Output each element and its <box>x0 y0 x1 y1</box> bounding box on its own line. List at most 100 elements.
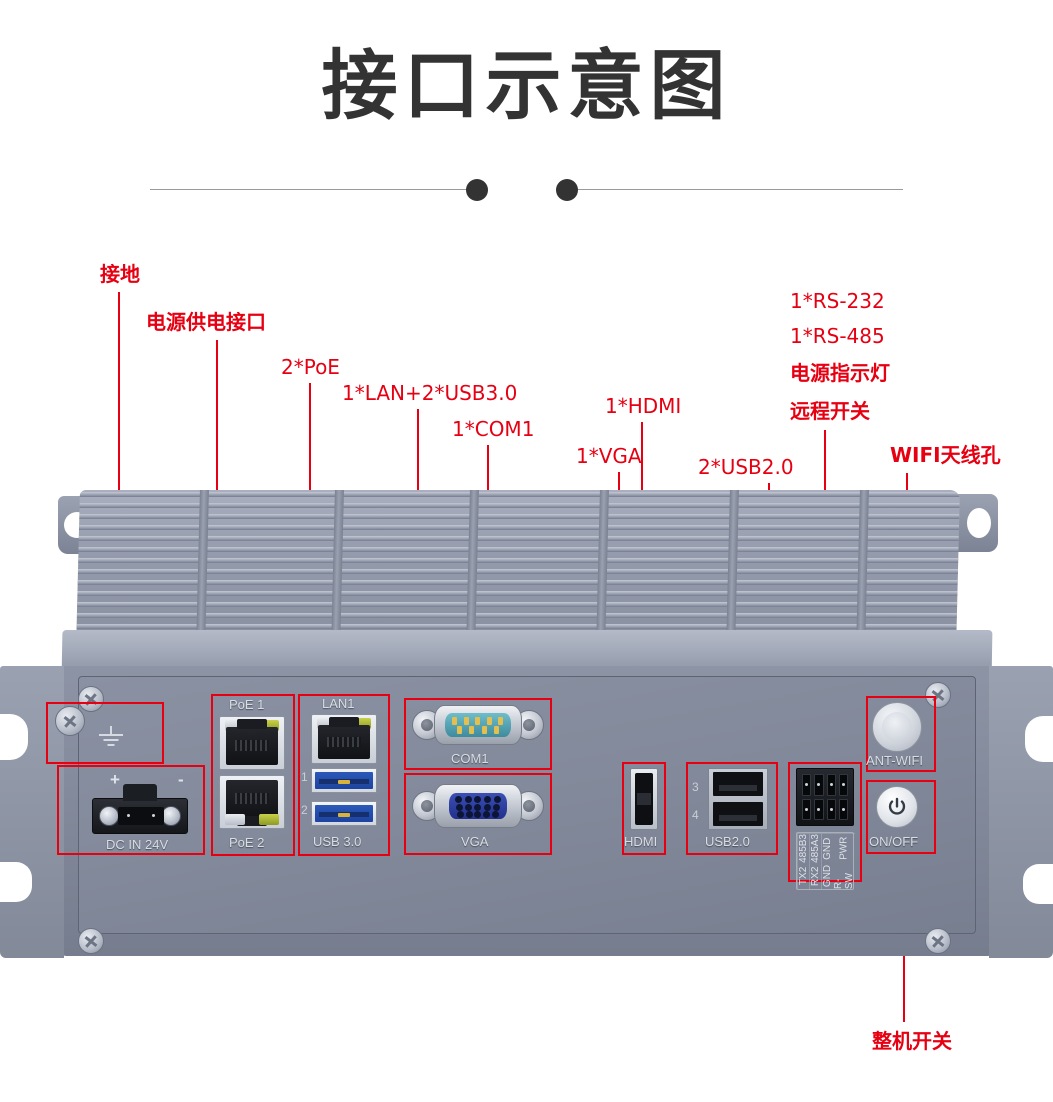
panel-screw-top-right <box>925 682 951 708</box>
leader-main-switch <box>903 922 905 1022</box>
com1-pin <box>475 717 481 726</box>
usb3-port-1-inner <box>315 772 373 789</box>
terminal-pin-grid <box>802 774 848 820</box>
poe2-rj45-port <box>219 775 285 829</box>
mount-ear-top-right <box>952 494 998 552</box>
group-box-com1 <box>404 698 552 770</box>
lan1-pins <box>327 736 361 747</box>
label-com1: COM1 <box>451 751 489 766</box>
poe2-led-left <box>225 814 245 825</box>
divider-line-right <box>578 189 903 190</box>
vga-shell <box>434 784 522 828</box>
usb2-dual-port <box>708 768 768 830</box>
vga-hole <box>492 811 500 819</box>
terminal-pin <box>802 798 812 820</box>
heatsink-fin <box>78 536 959 541</box>
vga-hole <box>484 796 492 804</box>
vga-hole <box>465 811 473 819</box>
vga-hole <box>474 803 482 811</box>
divider-line-left <box>150 189 475 190</box>
vga-hole <box>474 811 482 819</box>
usb3-port-number-1: 1 <box>301 770 308 784</box>
com1-insulator <box>445 712 511 738</box>
terminal-label-485a3: 485A3 <box>809 833 821 863</box>
callout-remote-switch: 远程开关 <box>790 399 870 423</box>
ground-screw <box>55 706 85 736</box>
label-vga: VGA <box>461 834 489 849</box>
terminal-label-gnd-top: GND <box>821 833 833 863</box>
hdmi-port <box>630 768 658 830</box>
terminal-label-rsw: R-SW <box>833 872 855 889</box>
dc-connector-tab <box>123 784 157 801</box>
heatsink-fin <box>79 503 960 508</box>
power-button[interactable] <box>876 786 918 828</box>
usb3-port-1 <box>311 768 377 793</box>
heatsink-fin <box>77 569 959 574</box>
com1-pin <box>456 726 462 735</box>
mount-bracket-right <box>989 666 1053 958</box>
panel-screw-bottom-left <box>78 928 104 954</box>
label-usb2: USB2.0 <box>705 834 750 849</box>
group-box-ant-wifi <box>866 696 936 772</box>
usb3-port-number-2: 2 <box>301 803 308 817</box>
callout-power-led: 电源指示灯 <box>790 361 890 385</box>
usb2-port-number-3: 3 <box>692 780 699 794</box>
divider-dot-left <box>466 179 488 201</box>
callout-usb2: 2*USB2.0 <box>698 455 794 479</box>
panel-screw-bottom-right <box>925 928 951 954</box>
vga-hole <box>474 796 482 804</box>
dc-screw-right <box>161 806 181 826</box>
heatsink-fin <box>78 547 959 552</box>
callout-lan-usb3: 1*LAN+2*USB3.0 <box>342 381 518 405</box>
terminal-pin <box>826 774 836 796</box>
com1-db9-connector <box>412 701 544 749</box>
poe1-led-left <box>225 720 245 731</box>
lan1-led-right <box>351 718 371 729</box>
usb2-port-3 <box>713 772 763 796</box>
terminal-pin <box>814 774 824 796</box>
terminal-label-gnd-bottom: GND <box>821 862 833 889</box>
lan1-rj45-port <box>311 714 377 764</box>
vga-hole <box>465 803 473 811</box>
heatsink-fin <box>79 492 960 497</box>
label-ant-wifi: ANT-WIFI <box>866 753 924 768</box>
hdmi-port-mouth <box>635 773 653 825</box>
label-usb3: USB 3.0 <box>313 834 362 849</box>
lan1-led-left <box>317 718 337 729</box>
dc-terminal-slot <box>118 807 164 825</box>
ground-symbol-icon <box>96 726 126 748</box>
group-box-hdmi <box>622 762 666 855</box>
lan1-shell <box>318 717 370 759</box>
vga-hole <box>483 803 491 811</box>
vga-hole-row-3 <box>456 811 500 819</box>
callout-power-input: 电源供电接口 <box>146 310 266 334</box>
poe2-led-right <box>259 814 279 825</box>
callout-rs485: 1*RS-485 <box>790 324 885 348</box>
terminal-label-pwr: PWR <box>833 833 855 863</box>
heatsink-fin <box>76 624 957 629</box>
callout-wifi-antenna: WIFI天线孔 <box>890 443 1001 467</box>
mount-bracket-left <box>0 666 64 958</box>
terminal-block-connector <box>796 768 854 826</box>
dc-polarity-plus: + <box>110 770 120 789</box>
group-box-usb2 <box>686 762 778 855</box>
terminal-pin-labels: 485B3 485A3 GND PWR TX2 RX2 GND R-SW <box>796 832 855 890</box>
heatsink-fin <box>78 558 959 563</box>
usb3-port-2-inner <box>315 805 373 822</box>
group-box-ground <box>46 702 164 764</box>
label-on-off: ON/OFF <box>869 834 919 849</box>
vga-hole <box>455 803 463 811</box>
heatsink-fin <box>76 613 957 618</box>
heatsink-fin <box>77 580 958 585</box>
poe1-led-right <box>259 720 279 731</box>
heatsink-fins <box>76 490 960 650</box>
divider-dot-right <box>556 179 578 201</box>
com1-pin <box>463 717 469 726</box>
heatsink-fin <box>78 525 960 530</box>
poe2-pins <box>235 792 269 805</box>
terminal-pin <box>838 774 848 796</box>
label-poe1: PoE 1 <box>229 697 265 712</box>
vga-hole <box>483 811 491 819</box>
label-dc-in: DC IN 24V <box>106 837 169 852</box>
